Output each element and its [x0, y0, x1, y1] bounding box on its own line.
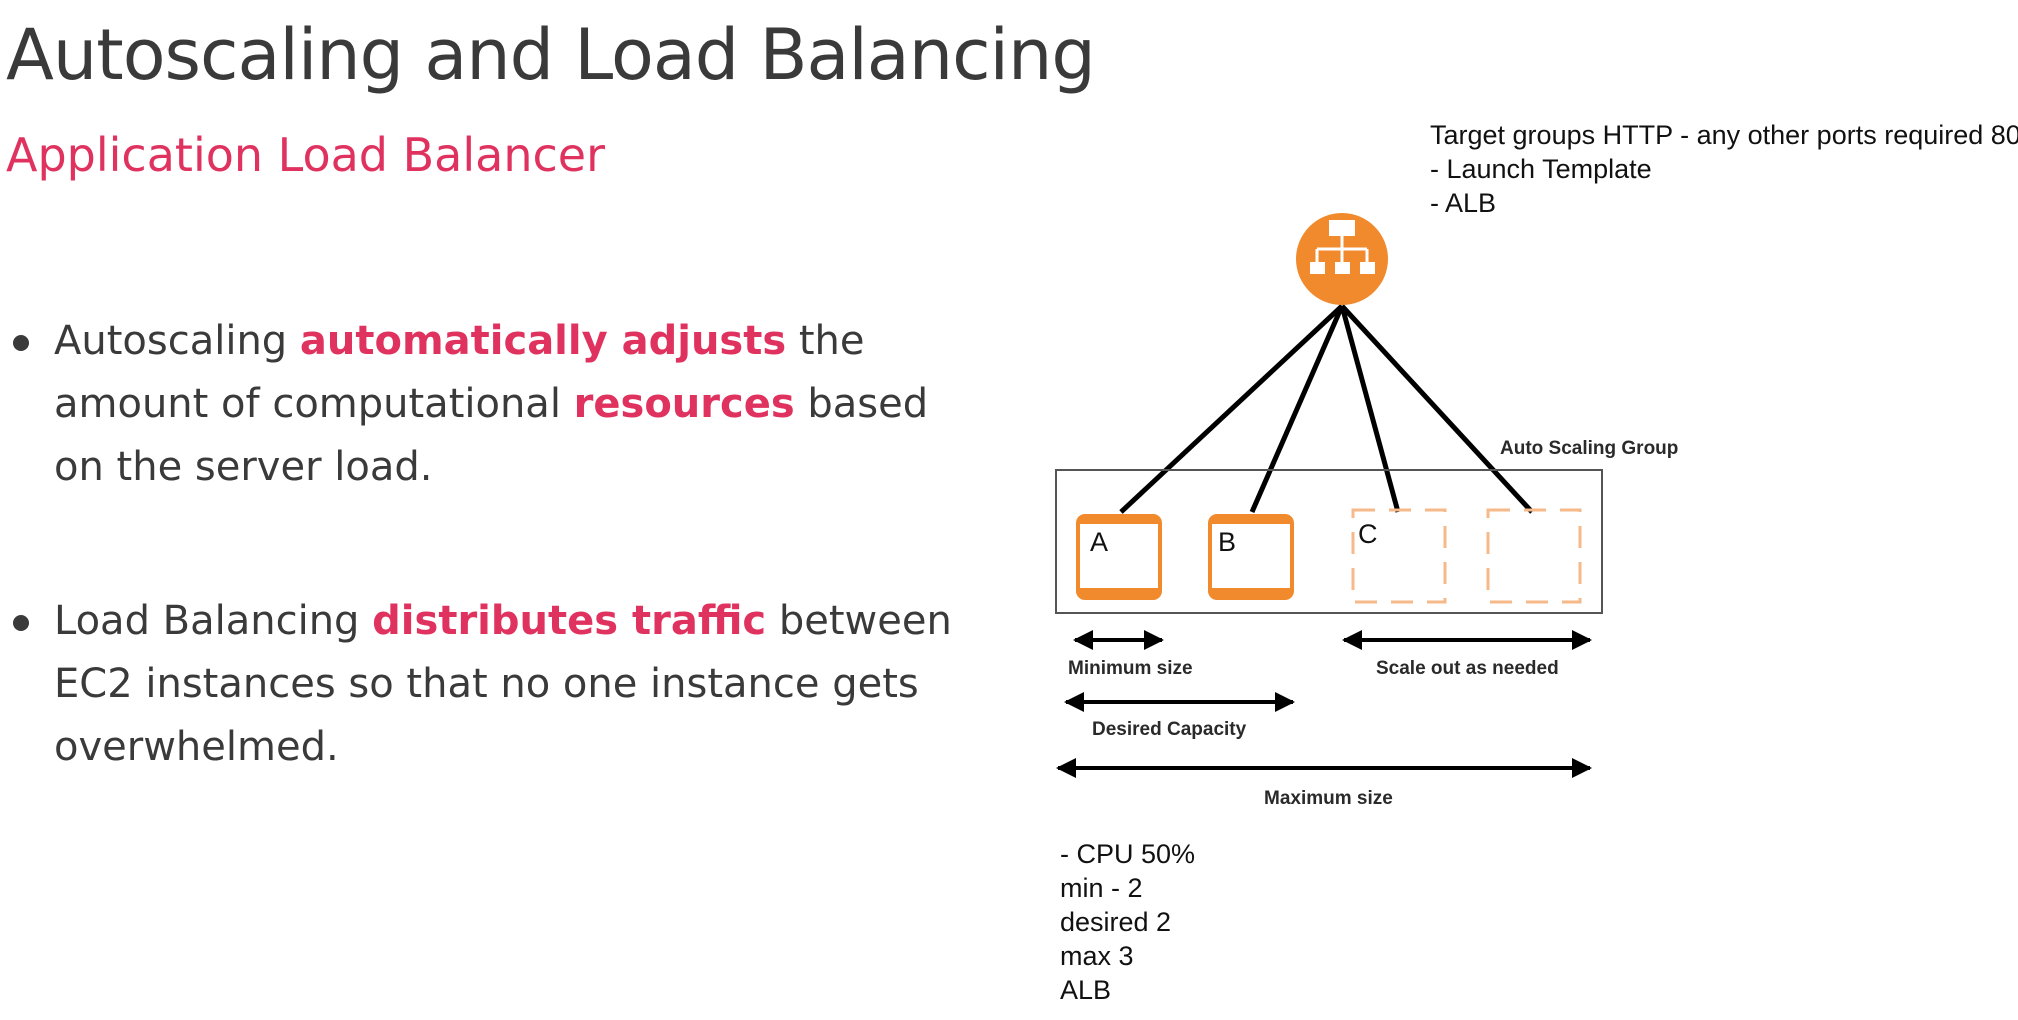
bullet-text: Autoscaling — [54, 318, 300, 364]
note-line: min - 2 — [1060, 873, 1143, 903]
connection-line-a — [1119, 304, 1344, 514]
minimum-size-label: Minimum size — [1068, 658, 1193, 679]
note-line: max 3 — [1060, 941, 1134, 971]
connection-line-c — [1339, 305, 1401, 513]
connection-line-b — [1249, 304, 1345, 514]
connection-line-d — [1340, 304, 1534, 514]
instance-c — [1351, 508, 1447, 604]
note-line: - CPU 50% — [1060, 839, 1196, 869]
note-line: - Launch Template — [1430, 154, 1652, 184]
bullet-text: the amount of computational — [54, 318, 865, 427]
bullet-load-balancing: Load Balancing distributes traffic betwe… — [0, 590, 960, 779]
instance-label: C — [1358, 519, 1378, 549]
slide-subtitle: Application Load Balancer — [6, 128, 605, 182]
highlight-text: distributes traffic — [372, 598, 767, 644]
bullet-text: based on the server load. — [54, 381, 929, 490]
instance-b: B — [1208, 514, 1294, 600]
instance-d — [1486, 508, 1582, 604]
bullet-text: Load Balancing — [54, 598, 373, 644]
bullet-list: Autoscaling automatically adjusts the am… — [0, 310, 960, 779]
highlight-text: resources — [573, 381, 795, 427]
auto-scaling-group-box — [1055, 469, 1603, 614]
instance-label: B — [1218, 527, 1236, 557]
auto-scaling-group-label: Auto Scaling Group — [1500, 438, 1678, 459]
note-line: Target groups HTTP - any other ports req… — [1430, 120, 2018, 150]
instance-label: A — [1090, 527, 1108, 557]
scale-out-label: Scale out as needed — [1376, 658, 1559, 679]
target-groups-note: Target groups HTTP - any other ports req… — [1430, 118, 2018, 220]
bullet-dot — [13, 615, 29, 631]
bullet-text: between EC2 instances so that no one ins… — [54, 598, 952, 770]
load-balancer-icon — [1296, 213, 1388, 305]
instance-a: A — [1076, 514, 1162, 600]
config-note: - CPU 50% min - 2 desired 2 max 3 ALB — [1060, 837, 1195, 1007]
note-line: desired 2 — [1060, 907, 1172, 937]
highlight-text: automatically adjusts — [299, 318, 787, 364]
bullet-autoscaling: Autoscaling automatically adjusts the am… — [0, 310, 960, 499]
note-line: - ALB — [1430, 188, 1497, 218]
slide-title: Autoscaling and Load Balancing — [6, 14, 1096, 96]
bullet-dot — [13, 335, 29, 351]
maximum-size-label: Maximum size — [1264, 788, 1393, 809]
connection-lines — [1119, 304, 1534, 514]
desired-capacity-label: Desired Capacity — [1092, 719, 1247, 740]
note-line: ALB — [1060, 975, 1112, 1005]
